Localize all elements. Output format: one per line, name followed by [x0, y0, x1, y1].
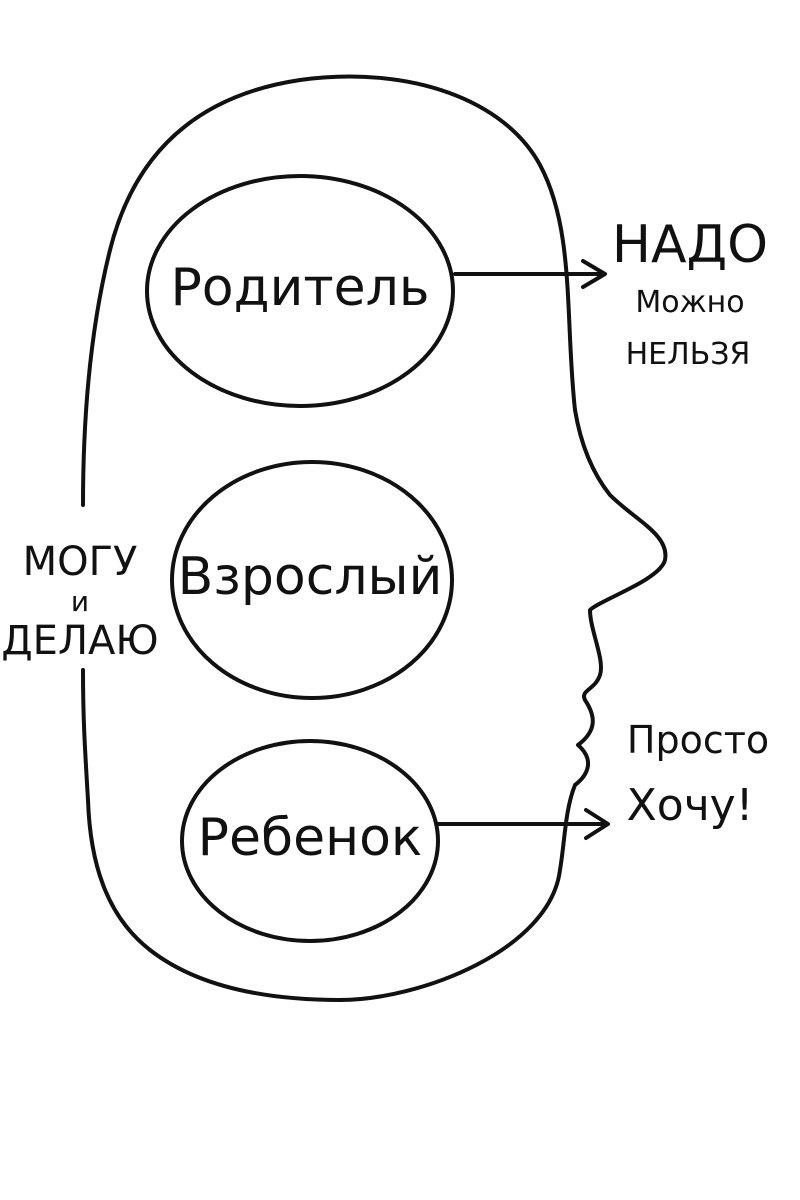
child-circle: [180, 739, 440, 943]
adult-label: Взрослый: [178, 547, 443, 607]
adult-side-do: ДЕЛАЮ: [1, 618, 158, 664]
child-output-simply: Просто: [627, 718, 769, 762]
parent-arrow: [453, 259, 607, 289]
parent-output-must: НАДО: [612, 215, 768, 275]
parent-label: Родитель: [170, 258, 429, 318]
parent-output-may: Можно: [635, 285, 744, 320]
child-arrow: [436, 808, 610, 840]
head-profile-outline: [81, 74, 668, 1002]
parent-output-forbidden: НЕЛЬЗЯ: [626, 337, 751, 372]
adult-side-can: МОГУ: [23, 539, 138, 585]
child-output-want: Хочу!: [627, 780, 754, 831]
parent-circle: [145, 174, 455, 408]
adult-circle: [170, 460, 454, 700]
adult-side-and: и: [71, 585, 89, 618]
child-label: Ребенок: [198, 808, 423, 868]
